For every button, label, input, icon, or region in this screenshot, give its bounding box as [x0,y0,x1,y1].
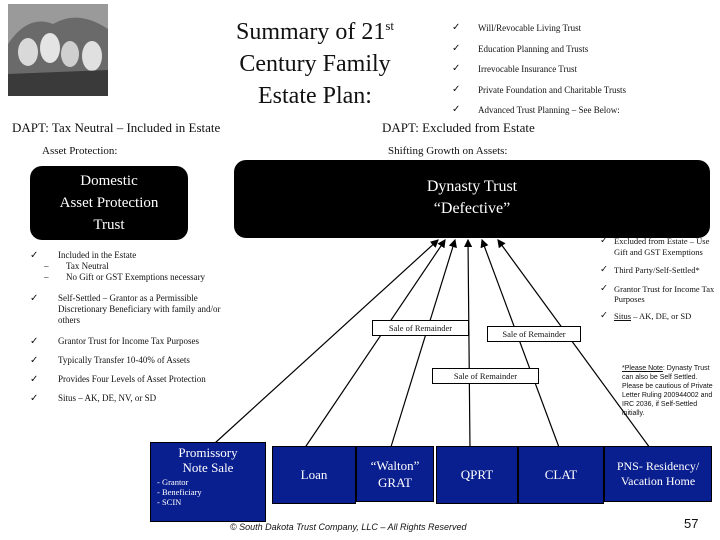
checklist-item: Education Planning and Trusts [452,39,712,60]
dapt-header: DAPT: Tax Neutral – Included in Estate [12,120,221,135]
list-item: ✓Third Party/Self-Settled* [600,265,700,275]
list-item: ✓Provides Four Levels of Asset Protectio… [30,374,206,385]
mount-rushmore-image [8,4,108,96]
qprt-box: QPRT [436,446,518,504]
list-item: ✓Included in the Estate [30,250,137,261]
excluded-header: DAPT: Excluded from Estate [382,120,535,135]
dynasty-features-list: ✓Excluded from Estate – Use Gift and GST… [600,236,715,321]
pns-residency-box: PNS- Residency/ Vacation Home [604,446,712,502]
list-item: ✓Self-Settled – Grantor as a Permissible… [30,293,221,325]
list-item: ✓Grantor Trust for Income Tax Purposes [600,283,715,305]
page-title: Summary of 21st Century Family Estate Pl… [236,18,394,109]
promissory-note-sale-box: Promissory Note Sale - Grantor - Benefic… [150,442,266,522]
walton-grat-box: “Walton” GRAT [356,446,434,502]
loan-box: Loan [272,446,356,504]
clat-box: CLAT [518,446,604,504]
list-item: –Tax Neutral [44,261,109,271]
list-item: ✓Excluded from Estate – Use Gift and GST… [600,236,710,257]
domestic-apt-box: Domestic Asset Protection Trust [30,166,188,240]
sale-of-remainder-center: Sale of Remainder [432,368,539,384]
sale-of-remainder-left: Sale of Remainder [372,320,469,336]
sale-of-remainder-right: Sale of Remainder [487,326,581,342]
checklist-item: Irrevocable Insurance Trust [452,59,712,80]
copyright-footer: © South Dakota Trust Company, LLC – All … [230,522,467,532]
dynasty-trust-box: Dynasty Trust “Defective” [234,160,710,238]
list-item: ✓Typically Transfer 10-40% of Assets [30,355,190,366]
shifting-growth-label: Shifting Growth on Assets: [388,145,508,157]
page-number: 57 [684,516,699,531]
plan-checklist: Will/Revocable Living Trust Education Pl… [452,18,712,121]
asset-protection-label: Asset Protection: [42,145,118,157]
checklist-item: Will/Revocable Living Trust [452,18,712,39]
please-note-text: *Please Note: Dynasty Trust can also be … [622,365,713,417]
checklist-item: Advanced Trust Planning – See Below: [452,100,712,121]
checklist-item: Private Foundation and Charitable Trusts [452,80,712,101]
list-item: ✓Grantor Trust for Income Tax Purposes [30,336,199,347]
list-item: –No Gift or GST Exemptions necessary [44,272,206,282]
list-item: ✓Situs – AK, DE, NV, or SD [30,393,157,404]
dapt-features-list: ✓Included in the Estate –Tax Neutral –No… [30,250,230,404]
list-item: ✓Situs – AK, DE, or SD [600,310,692,321]
